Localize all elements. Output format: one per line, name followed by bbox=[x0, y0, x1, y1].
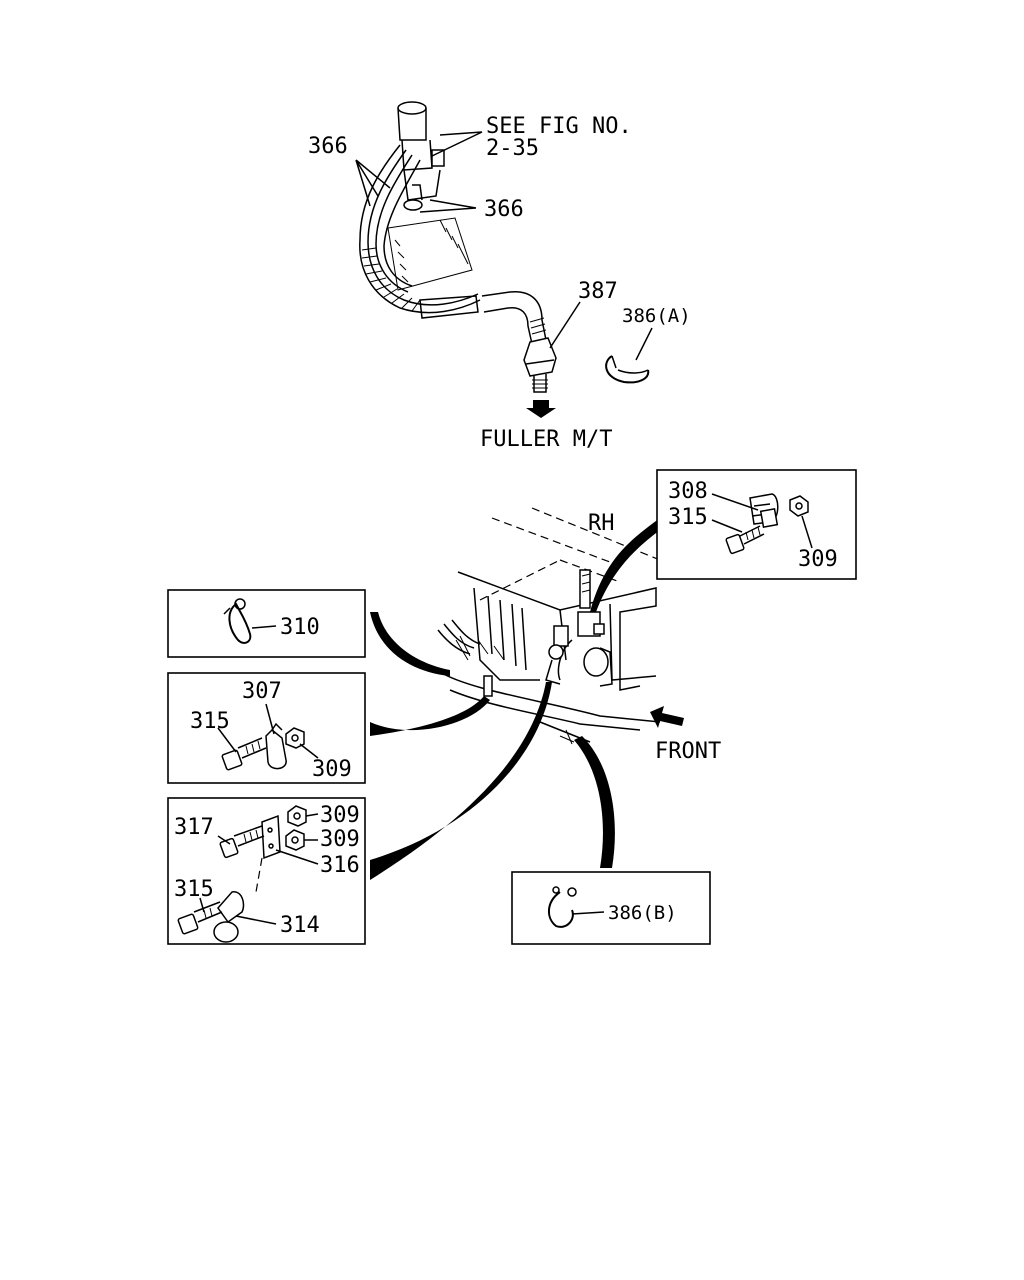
see-fig-text-line2: 2-35 bbox=[486, 136, 539, 161]
callout-314: 314 bbox=[280, 913, 320, 938]
upper-housing bbox=[397, 101, 445, 211]
callout-315-307: 315 bbox=[190, 709, 230, 734]
callout-366-left: 366 bbox=[308, 134, 348, 159]
callout-309-a: 309 bbox=[320, 803, 360, 828]
callout-317: 317 bbox=[174, 815, 214, 840]
detail-box-307: 307 315 309 bbox=[167, 672, 366, 784]
clip-386a bbox=[605, 355, 650, 384]
callout-316: 316 bbox=[320, 853, 360, 878]
detail-box-308: 308 315 309 bbox=[656, 469, 857, 580]
callout-307: 307 bbox=[242, 679, 282, 704]
callout-310: 310 bbox=[280, 615, 320, 640]
caption-fuller-mt: FULLER M/T bbox=[480, 427, 612, 452]
callout-386a: 386(A) bbox=[622, 305, 691, 327]
callout-366-right: 366 bbox=[484, 197, 524, 222]
callout-315-rh: 315 bbox=[668, 505, 708, 530]
callout-387: 387 bbox=[578, 279, 618, 304]
front-arrow-icon bbox=[650, 706, 684, 728]
callout-309-b: 309 bbox=[320, 827, 360, 852]
boot-387 bbox=[523, 337, 557, 393]
detail-box-317: 317 309 309 316 315 314 bbox=[167, 797, 366, 945]
label-front: FRONT bbox=[655, 739, 721, 764]
cable-bundle bbox=[359, 144, 547, 345]
frame-dashed-outline bbox=[479, 507, 661, 601]
label-rh: RH bbox=[588, 511, 615, 536]
gearbox-outline bbox=[387, 217, 473, 291]
callout-386b: 386(B) bbox=[608, 902, 677, 924]
chassis-view: RH FRONT bbox=[437, 507, 721, 764]
see-fig-text-line1: SEE FIG NO. bbox=[486, 114, 632, 139]
callout-309-rh: 309 bbox=[798, 547, 838, 572]
down-arrow-icon bbox=[526, 400, 556, 418]
shift-lever-cable-assembly: SEE FIG NO. 2-35 366 366 387 386(A) FULL… bbox=[308, 101, 691, 452]
callout-315-317: 315 bbox=[174, 877, 214, 902]
callout-309-307: 309 bbox=[312, 757, 352, 782]
callout-curves bbox=[370, 518, 660, 880]
detail-box-310: 310 bbox=[167, 589, 366, 658]
callout-308: 308 bbox=[668, 479, 708, 504]
detail-box-386b: 386(B) bbox=[511, 871, 711, 945]
